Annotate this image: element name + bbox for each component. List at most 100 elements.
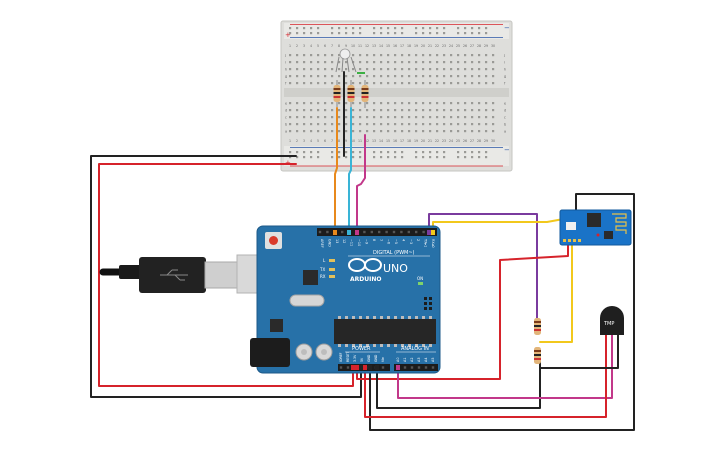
analog-pin[interactable] bbox=[424, 366, 428, 369]
column-number: 15 bbox=[386, 44, 390, 48]
power-pin[interactable] bbox=[381, 366, 385, 369]
divider-resistor-1[interactable] bbox=[534, 318, 541, 335]
terminal-hole bbox=[422, 102, 425, 105]
wire-led-green[interactable] bbox=[348, 107, 352, 232]
atmega-chip bbox=[334, 319, 436, 344]
header-pin[interactable] bbox=[370, 230, 373, 234]
power-pin[interactable] bbox=[346, 366, 350, 369]
header-pin[interactable] bbox=[407, 230, 410, 234]
wire-led-blue[interactable] bbox=[356, 134, 366, 232]
rail-hole bbox=[394, 156, 397, 159]
terminal-hole bbox=[394, 123, 397, 126]
terminal-hole bbox=[436, 68, 439, 71]
led-resistor-2[interactable] bbox=[347, 80, 355, 108]
column-number: 13 bbox=[372, 44, 376, 48]
rail-hole bbox=[359, 27, 362, 30]
wire-esp-gnd[interactable] bbox=[369, 193, 635, 431]
header-pin[interactable] bbox=[385, 230, 388, 234]
terminal-hole bbox=[422, 123, 425, 126]
terminal-hole bbox=[387, 68, 390, 71]
rail-hole bbox=[373, 156, 376, 159]
chip-pin bbox=[401, 344, 404, 347]
wire-tmp-signal[interactable] bbox=[397, 333, 613, 399]
terminal-hole bbox=[359, 75, 362, 78]
analog-pin[interactable] bbox=[431, 366, 435, 369]
chip-pin bbox=[373, 344, 376, 347]
wire-tmp-vcc[interactable] bbox=[364, 333, 607, 418]
terminal-hole bbox=[324, 116, 327, 119]
digital-pin-label: 7 bbox=[379, 239, 383, 241]
divider-resistor-2[interactable] bbox=[534, 347, 541, 364]
power-pin[interactable] bbox=[339, 366, 343, 369]
header-pin[interactable] bbox=[400, 230, 403, 234]
terminal-hole bbox=[352, 109, 355, 112]
chip-pin bbox=[352, 344, 355, 347]
terminal-hole bbox=[387, 82, 390, 85]
wire-gnd-loop[interactable] bbox=[90, 155, 362, 398]
terminal-hole bbox=[443, 102, 446, 105]
analog-pin[interactable] bbox=[410, 366, 414, 369]
wire-esp-rx[interactable] bbox=[432, 217, 573, 343]
arduino-logo-icon bbox=[348, 258, 382, 272]
terminal-hole bbox=[352, 54, 355, 57]
analog-header[interactable] bbox=[394, 364, 438, 371]
terminal-hole bbox=[345, 61, 348, 64]
row-letter: d bbox=[504, 109, 506, 113]
terminal-hole bbox=[471, 68, 474, 71]
tmp-label: TMP bbox=[603, 321, 614, 327]
icsp-header bbox=[424, 297, 432, 310]
column-number: 21 bbox=[428, 139, 432, 143]
header-pin[interactable] bbox=[326, 230, 329, 234]
rail-hole bbox=[401, 27, 404, 30]
header-pin[interactable] bbox=[378, 230, 381, 234]
terminal-hole bbox=[478, 130, 481, 133]
rail-hole bbox=[436, 156, 439, 159]
header-pin[interactable] bbox=[415, 230, 418, 234]
rail-hole bbox=[478, 27, 481, 30]
wire-esp-tx[interactable] bbox=[428, 213, 538, 321]
esp-wifi-module[interactable] bbox=[559, 209, 632, 246]
wire-led-red[interactable] bbox=[334, 107, 338, 232]
rgb-led[interactable] bbox=[335, 48, 357, 73]
column-number: 21 bbox=[428, 44, 432, 48]
wire-tmp-gnd[interactable] bbox=[539, 333, 619, 369]
wire-5v-loop[interactable] bbox=[98, 163, 354, 387]
led-resistor-1[interactable] bbox=[333, 80, 341, 108]
terminal-hole bbox=[436, 54, 439, 57]
wire-esp-vcc[interactable] bbox=[356, 239, 569, 380]
terminal-hole bbox=[366, 54, 369, 57]
terminal-hole bbox=[366, 116, 369, 119]
analog-pin[interactable] bbox=[403, 366, 407, 369]
digital-header[interactable] bbox=[317, 228, 437, 236]
terminal-hole bbox=[485, 123, 488, 126]
header-pin[interactable] bbox=[318, 230, 322, 234]
terminal-hole bbox=[317, 75, 320, 78]
wire-divider-gnd[interactable] bbox=[376, 361, 541, 409]
header-pin[interactable] bbox=[363, 230, 366, 234]
chip-pin bbox=[338, 344, 341, 347]
terminal-hole bbox=[359, 82, 362, 85]
terminal-hole bbox=[331, 68, 334, 71]
header-pin[interactable] bbox=[392, 230, 396, 234]
digital-pin-label: ~3 bbox=[409, 239, 413, 244]
terminal-hole bbox=[296, 130, 299, 133]
rail-hole bbox=[296, 151, 299, 154]
terminal-hole bbox=[331, 61, 334, 64]
rail-hole bbox=[387, 156, 390, 159]
analog-pin[interactable] bbox=[417, 366, 421, 369]
power-jack[interactable] bbox=[250, 338, 290, 367]
rail-hole bbox=[471, 32, 474, 35]
header-pin[interactable] bbox=[341, 230, 344, 234]
rail-hole bbox=[317, 32, 320, 35]
led-resistor-3[interactable] bbox=[361, 80, 369, 108]
terminal-hole bbox=[338, 130, 341, 133]
terminal-hole bbox=[485, 130, 488, 133]
rail-hole bbox=[415, 156, 418, 159]
header-pin[interactable] bbox=[422, 230, 425, 234]
temperature-sensor[interactable]: TMP bbox=[600, 306, 624, 335]
terminal-hole bbox=[471, 61, 474, 64]
column-number: 5 bbox=[317, 139, 319, 143]
rail-hole bbox=[359, 151, 362, 154]
